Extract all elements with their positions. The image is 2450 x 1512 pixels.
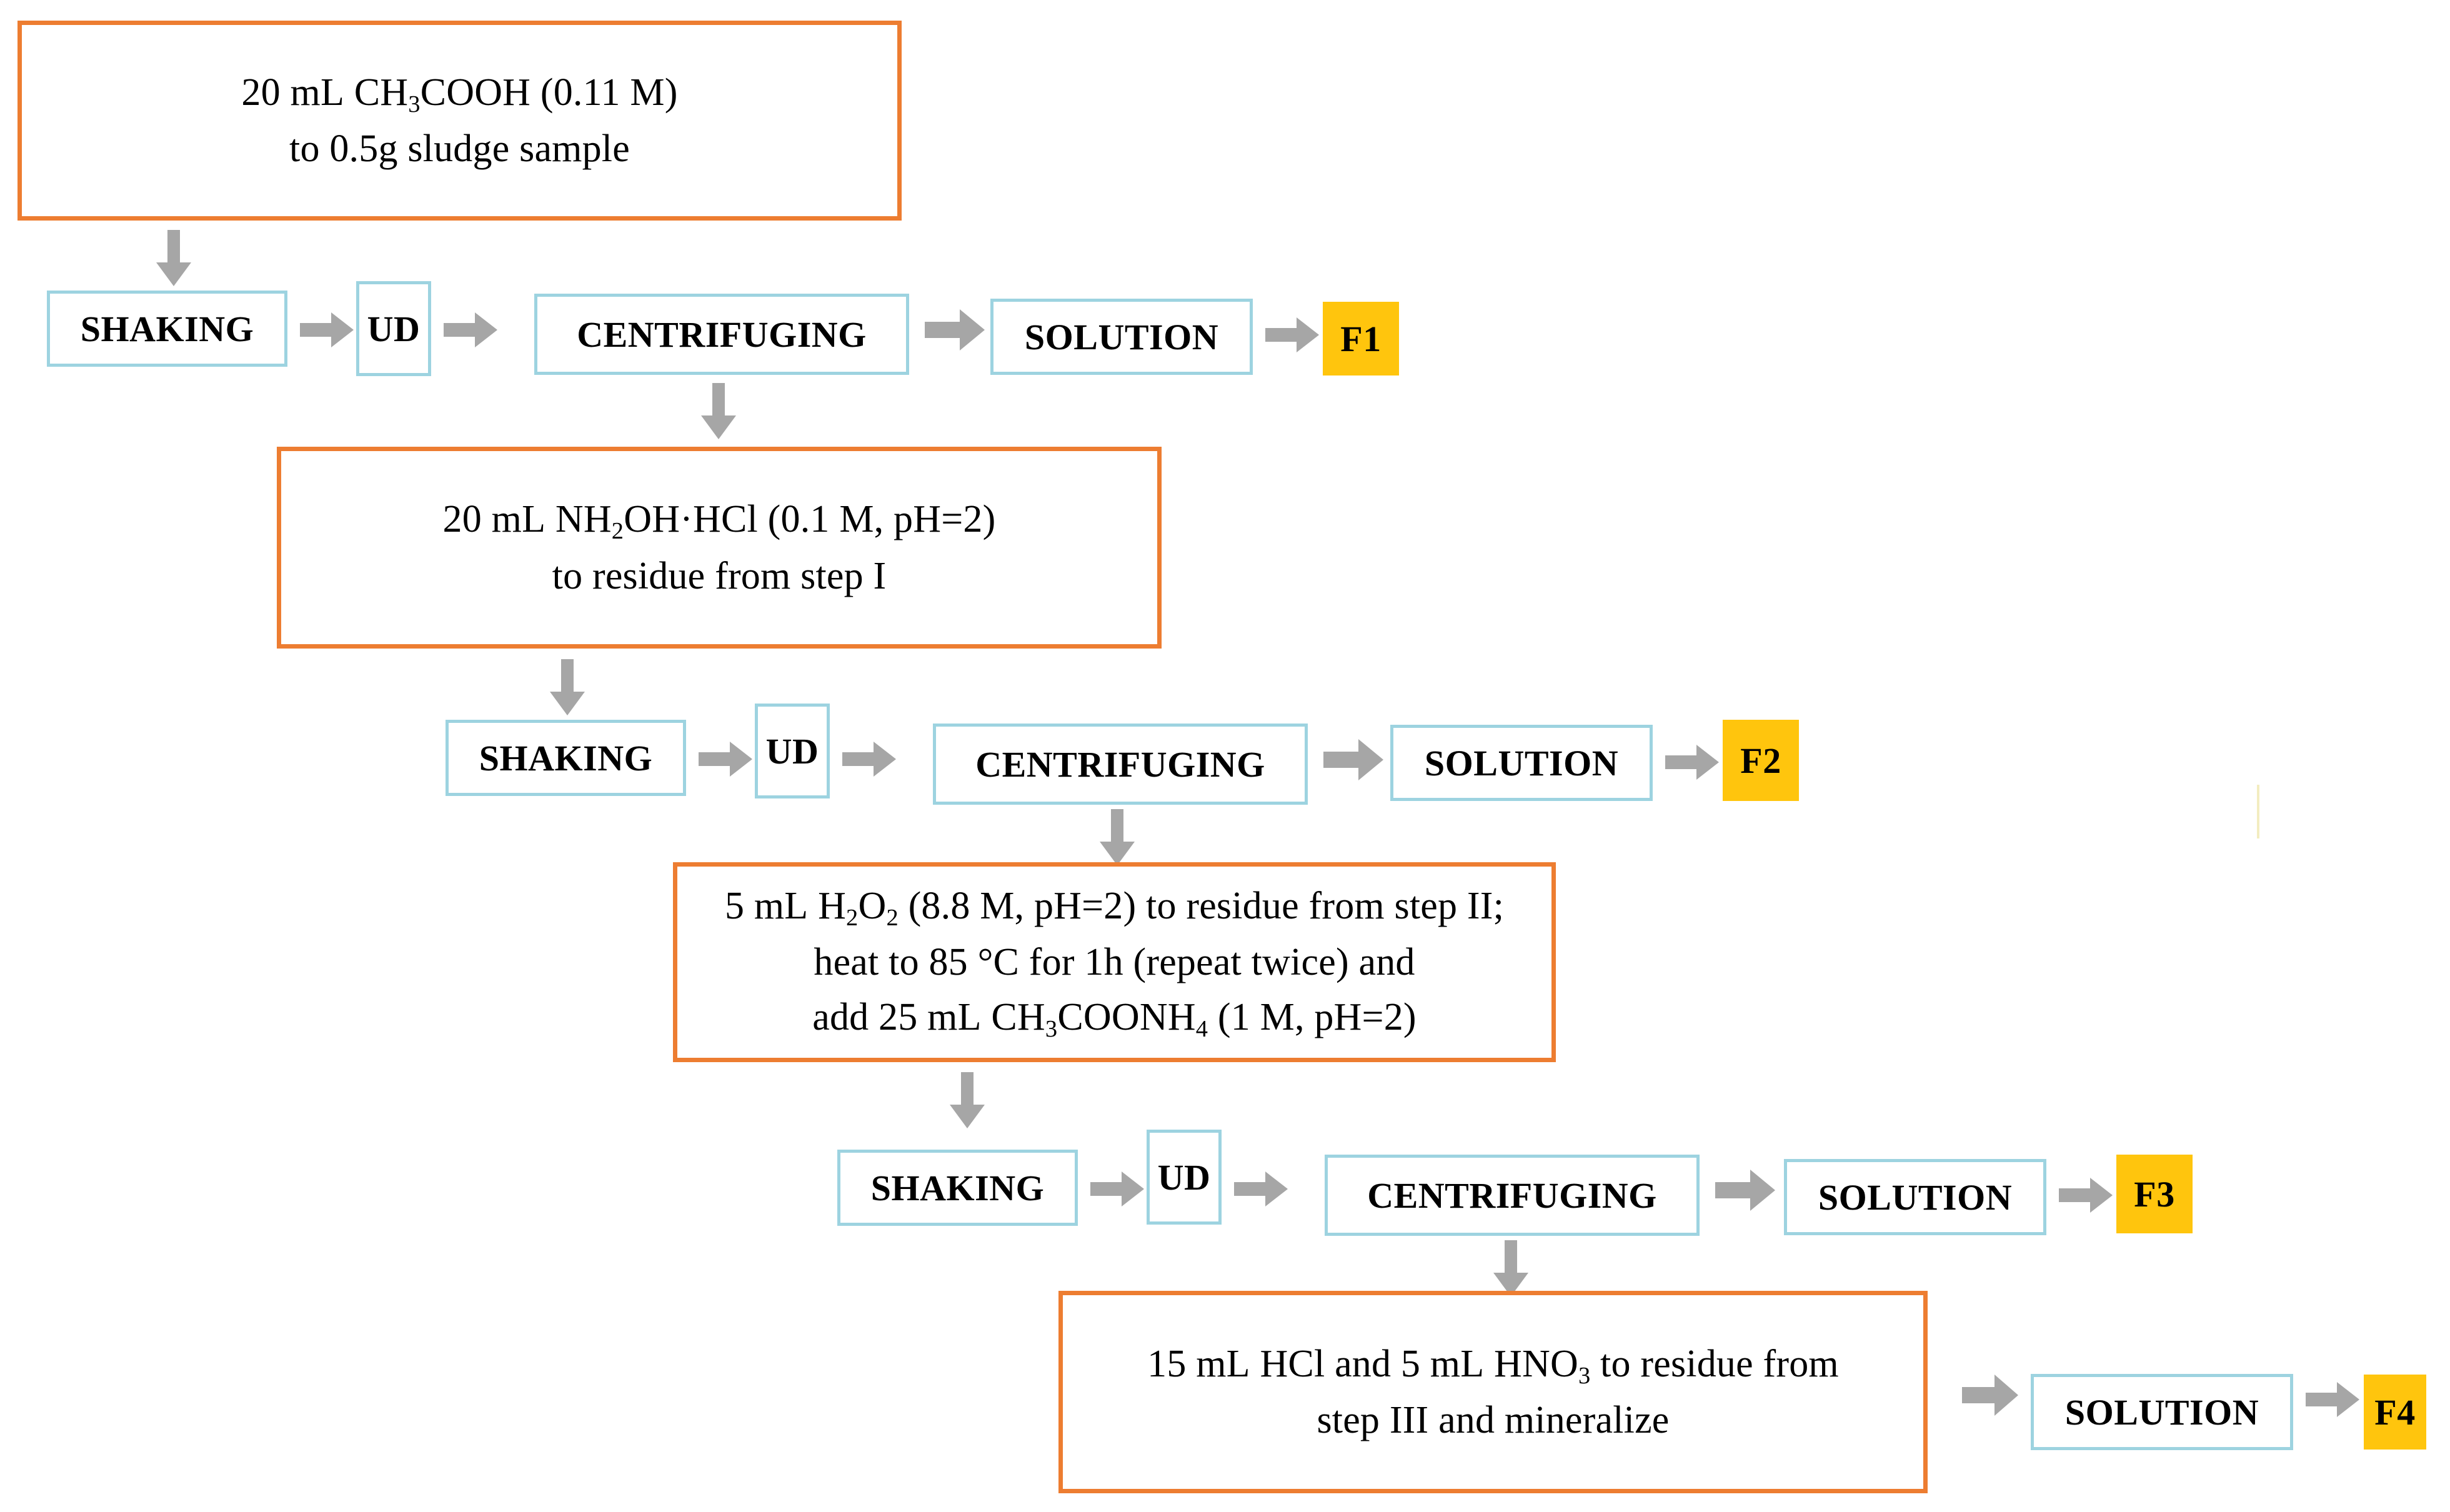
arrow-right-solution-to-f4 [2306, 1382, 2359, 1417]
fraction-box-f3-label: F3 [2134, 1173, 2175, 1215]
process-box-shaking-row-2-label: SHAKING [479, 737, 653, 778]
fraction-box-f4: F4 [2364, 1375, 2426, 1450]
process-box-solution-row-3-label: SOLUTION [1818, 1176, 2013, 1218]
arrow-down-centrifuging-row-3-to-step-4 [1493, 1240, 1528, 1296]
process-box-ud-row-1: UD [356, 281, 431, 376]
process-box-ud-row-3: UD [1147, 1130, 1222, 1225]
process-box-solution-row-2: SOLUTION [1390, 725, 1653, 801]
arrow-right-shaking-to-ud-row-3 [1090, 1171, 1144, 1206]
fraction-box-f1-label: F1 [1340, 318, 1382, 359]
process-box-centrifuging-row-3-label: CENTRIFUGING [1367, 1175, 1657, 1216]
process-box-ud-row-3-label: UD [1157, 1156, 1211, 1198]
arrow-right-solution-to-f2 [1665, 745, 1719, 780]
arrow-down-step1-to-shaking [156, 230, 191, 286]
arrow-right-centrifuging-to-solution-row-3 [1715, 1170, 1775, 1211]
fraction-box-f2: F2 [1723, 720, 1799, 801]
arrow-right-step4-to-solution-row-4 [1962, 1375, 2018, 1416]
arrow-down-step2-to-shaking [550, 659, 585, 715]
process-box-shaking-row-1: SHAKING [47, 291, 287, 367]
arrow-right-centrifuging-to-solution-row-1 [925, 309, 985, 351]
reagent-box-step-1-text: 20 mL CH3COOH (0.11 M)to 0.5g sludge sam… [241, 71, 678, 171]
arrow-right-centrifuging-to-solution-row-2 [1323, 739, 1383, 780]
fraction-box-f1: F1 [1323, 302, 1399, 376]
fraction-box-f2-label: F2 [1740, 740, 1781, 781]
reagent-box-step-2: 20 mL NH2OH·HCl (0.1 M, pH=2)to residue … [277, 447, 1162, 649]
process-box-centrifuging-row-1-label: CENTRIFUGING [577, 314, 867, 355]
arrow-right-ud-to-centrifuging-row-1 [444, 312, 497, 347]
arrow-right-shaking-to-ud-row-2 [699, 742, 752, 777]
arrow-right-ud-to-centrifuging-row-2 [842, 742, 896, 777]
arrow-down-centrifuging-row-1-to-step-2 [701, 383, 736, 439]
fraction-box-f4-label: F4 [2374, 1391, 2416, 1433]
arrow-right-shaking-to-ud-row-1 [300, 312, 354, 347]
stray-vertical-line-artifact [2257, 785, 2259, 838]
reagent-box-step-2-text: 20 mL NH2OH·HCl (0.1 M, pH=2)to residue … [442, 498, 996, 597]
process-box-ud-row-2: UD [755, 704, 830, 798]
arrow-down-centrifuging-row-2-to-step-3 [1100, 809, 1135, 865]
arrow-right-solution-to-f3 [2059, 1178, 2113, 1213]
process-box-ud-row-1-label: UD [367, 308, 421, 349]
process-box-shaking-row-1-label: SHAKING [80, 308, 254, 349]
reagent-box-step-3: 5 mL H2O2 (8.8 M, pH=2) to residue from … [673, 862, 1556, 1062]
process-box-solution-row-2-label: SOLUTION [1424, 742, 1619, 783]
arrow-right-solution-to-f1 [1265, 317, 1319, 352]
reagent-box-step-3-text: 5 mL H2O2 (8.8 M, pH=2) to residue from … [724, 884, 1505, 1042]
process-box-shaking-row-3: SHAKING [837, 1150, 1078, 1226]
process-box-shaking-row-2: SHAKING [446, 720, 686, 796]
process-box-solution-row-1: SOLUTION [990, 299, 1253, 375]
process-box-solution-row-3: SOLUTION [1784, 1159, 2046, 1235]
process-box-centrifuging-row-2: CENTRIFUGING [933, 724, 1308, 805]
process-box-ud-row-2-label: UD [765, 730, 819, 772]
process-box-centrifuging-row-3: CENTRIFUGING [1325, 1155, 1700, 1236]
process-box-shaking-row-3-label: SHAKING [870, 1167, 1045, 1208]
process-box-solution-row-4: SOLUTION [2031, 1374, 2293, 1450]
process-box-centrifuging-row-1: CENTRIFUGING [534, 294, 909, 375]
process-box-solution-row-4-label: SOLUTION [2064, 1391, 2259, 1433]
arrow-down-step3-to-shaking [950, 1072, 985, 1128]
process-box-solution-row-1-label: SOLUTION [1024, 316, 1219, 357]
process-box-centrifuging-row-2-label: CENTRIFUGING [975, 744, 1265, 785]
reagent-box-step-1: 20 mL CH3COOH (0.11 M)to 0.5g sludge sam… [17, 21, 902, 221]
fraction-box-f3: F3 [2116, 1155, 2193, 1233]
arrow-right-ud-to-centrifuging-row-3 [1234, 1171, 1288, 1206]
